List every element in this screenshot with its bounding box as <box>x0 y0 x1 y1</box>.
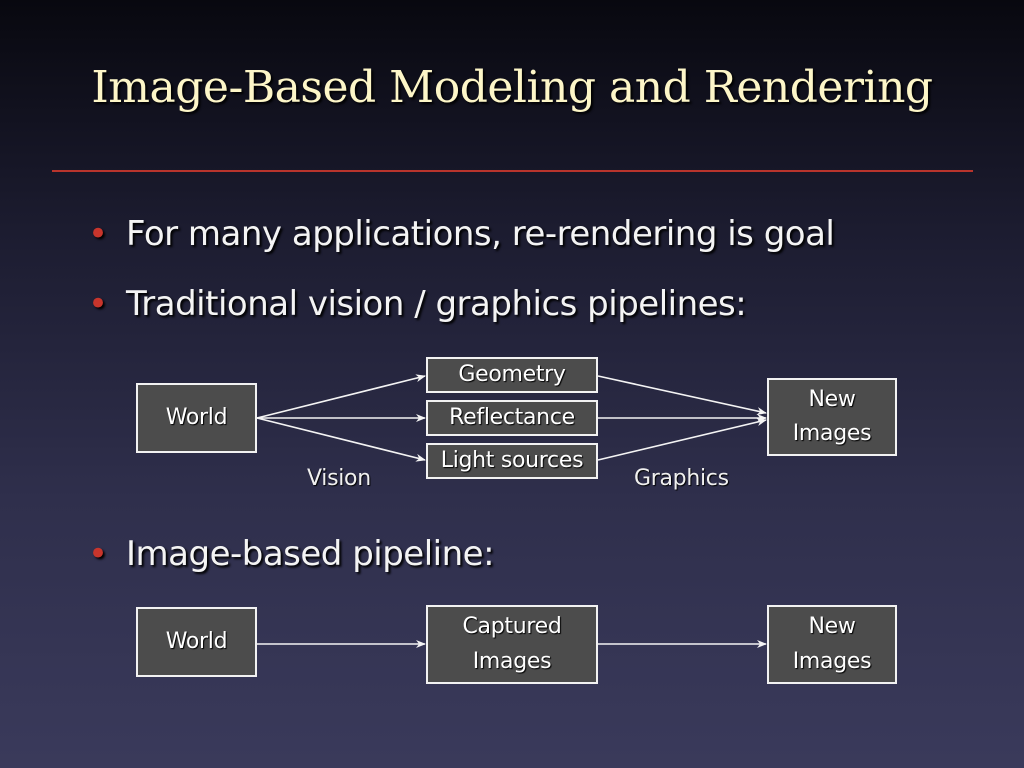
new-images-box-2: New Images <box>767 605 897 684</box>
world-box: World <box>136 383 257 453</box>
bullet-item-1: • For many applications, re-rendering is … <box>88 214 835 254</box>
world-label-2: World <box>165 628 228 654</box>
bullet-text: Image-based pipeline: <box>126 534 495 574</box>
reflectance-box: Reflectance <box>426 400 598 436</box>
arrow-light-sources-to-new-images <box>597 418 767 461</box>
arrow-geometry-to-new-images <box>597 375 767 415</box>
bullet-dot-icon: • <box>88 534 108 574</box>
captured-images-label: Captured Images <box>462 614 562 674</box>
captured-images-box: Captured Images <box>426 605 598 684</box>
bullet-item-3: • Image-based pipeline: <box>88 534 495 574</box>
new-images-label-2: New Images <box>792 614 872 674</box>
geometry-label: Geometry <box>458 361 566 387</box>
title-divider <box>52 170 973 172</box>
geometry-box: Geometry <box>426 357 598 393</box>
new-images-label: New Images <box>792 386 872 446</box>
reflectance-label: Reflectance <box>449 404 575 430</box>
new-images-box: New Images <box>767 378 897 456</box>
bullet-text: For many applications, re-rendering is g… <box>126 214 835 254</box>
slide-title: Image-Based Modeling and Rendering <box>91 62 933 113</box>
graphics-label: Graphics <box>634 466 729 491</box>
arrow-world-to-geometry <box>256 374 426 419</box>
bullet-item-2: • Traditional vision / graphics pipelines… <box>88 284 747 324</box>
bullet-dot-icon: • <box>88 214 108 254</box>
vision-label: Vision <box>307 466 371 491</box>
arrow-world-to-light-sources <box>256 417 426 462</box>
bullet-dot-icon: • <box>88 284 108 324</box>
light-sources-label: Light sources <box>440 447 584 473</box>
bullet-text: Traditional vision / graphics pipelines: <box>126 284 747 324</box>
light-sources-box: Light sources <box>426 443 598 479</box>
world-box-2: World <box>136 607 257 677</box>
world-label: World <box>165 404 228 430</box>
